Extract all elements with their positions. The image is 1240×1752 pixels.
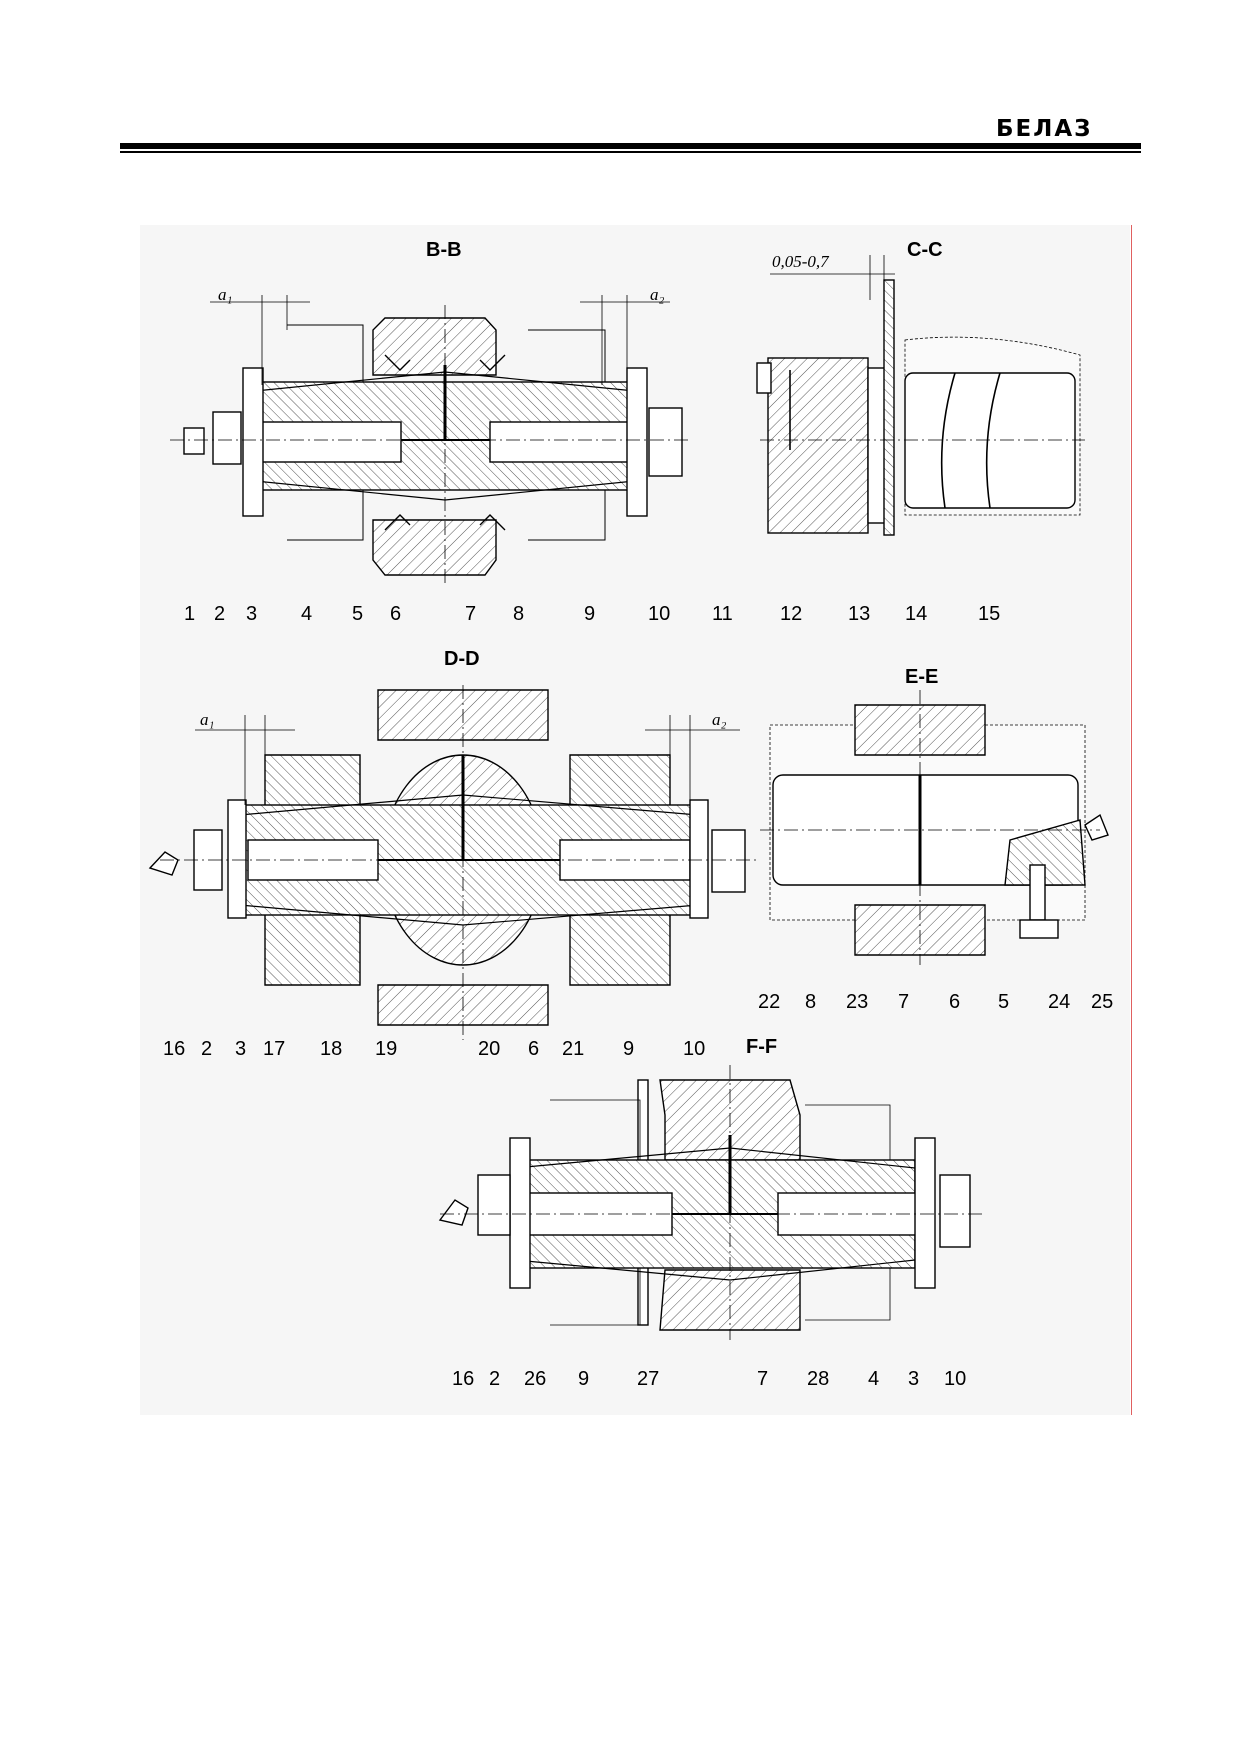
callout-bb-3: 3	[246, 603, 257, 625]
bb-grease-fitting	[183, 427, 205, 455]
callout-bb-6: 6	[390, 603, 401, 625]
section-cc-title: C-C	[907, 239, 943, 261]
cc-shaft	[904, 372, 1076, 509]
callout-dd-6: 6	[528, 1038, 539, 1060]
callout-bb-8: 8	[513, 603, 524, 625]
margin-line	[1131, 225, 1132, 1415]
callout-cc-14: 14	[905, 603, 927, 625]
dd-dim-a1: a₁	[200, 710, 214, 729]
callout-dd-3: 3	[235, 1038, 246, 1060]
section-ff-title: F-F	[746, 1036, 777, 1058]
ee-cutaway	[1004, 819, 1086, 886]
dd-grease-fitting	[148, 851, 179, 876]
callout-dd-2: 2	[201, 1038, 212, 1060]
dd-nut-right	[711, 829, 746, 893]
ff-grease-fitting	[438, 1199, 469, 1226]
callout-bb-1: 1	[184, 603, 195, 625]
ff-plate-left	[509, 1137, 531, 1289]
callout-dd-21: 21	[562, 1038, 584, 1060]
callout-ee-25: 25	[1091, 991, 1113, 1013]
dd-callouts: 16 2 3 17 18 19 20 6 21 9 10	[163, 1038, 705, 1060]
bb-bore-left	[250, 421, 402, 463]
ff-nut-right	[939, 1174, 971, 1248]
section-cc: C-C	[756, 239, 1085, 536]
dd-plate-right	[689, 799, 709, 919]
callout-cc-15: 15	[978, 603, 1000, 625]
bb-nut-right	[648, 407, 683, 477]
dd-plate-left	[227, 799, 247, 919]
cc-bolt-head	[756, 362, 772, 394]
bb-plate-left	[242, 367, 264, 517]
callout-ff-2: 2	[489, 1368, 500, 1390]
ee-bolt-head	[1019, 919, 1059, 939]
callout-ff-7: 7	[757, 1368, 768, 1390]
callout-bb-7: 7	[465, 603, 476, 625]
callout-ff-10: 10	[944, 1368, 966, 1390]
callout-ee-22: 22	[758, 991, 780, 1013]
callout-ee-24: 24	[1048, 991, 1070, 1013]
section-ee: E-E	[760, 666, 1109, 965]
callout-cc-12: 12	[780, 603, 802, 625]
callout-ff-26: 26	[524, 1368, 546, 1390]
bb-bore-right	[489, 421, 641, 463]
header-rule-thin	[120, 151, 1141, 153]
bb-housing-top	[372, 317, 497, 376]
callout-ff-9: 9	[578, 1368, 589, 1390]
callout-ee-5: 5	[998, 991, 1009, 1013]
callout-bb-10: 10	[648, 603, 670, 625]
callout-ff-28: 28	[807, 1368, 829, 1390]
callout-bb-4: 4	[301, 603, 312, 625]
bb-callouts: 1 2 3 4 5 6 7 8 9 10	[184, 603, 670, 625]
callout-cc-13: 13	[848, 603, 870, 625]
callout-dd-19: 19	[375, 1038, 397, 1060]
cc-bracket	[767, 357, 869, 534]
bb-housing-bottom	[372, 519, 497, 576]
callout-bb-5: 5	[352, 603, 363, 625]
section-bb-title: B-B	[426, 239, 462, 261]
ee-grease-fitting	[1084, 813, 1109, 841]
ff-flange-left	[477, 1174, 511, 1236]
callout-bb-9: 9	[584, 603, 595, 625]
bb-plate-right	[626, 367, 648, 517]
callout-ee-23: 23	[846, 991, 868, 1013]
callout-dd-20: 20	[478, 1038, 500, 1060]
cc-callouts: 11 12 13 14 15	[712, 603, 1000, 625]
ff-plate-right	[914, 1137, 936, 1289]
callout-dd-9: 9	[623, 1038, 634, 1060]
ee-bolt	[1029, 864, 1046, 921]
callout-ff-16: 16	[452, 1368, 474, 1390]
callout-dd-18: 18	[320, 1038, 342, 1060]
section-dd-title: D-D	[444, 648, 480, 670]
callout-ff-4: 4	[868, 1368, 879, 1390]
cc-dim: 0,05-0,7	[772, 252, 830, 271]
ee-housing-top	[854, 704, 986, 756]
callout-dd-10: 10	[683, 1038, 705, 1060]
bb-flange-left	[212, 411, 242, 465]
brand-logo: БЕЛАЗ	[996, 116, 1093, 142]
callout-bb-2: 2	[214, 603, 225, 625]
header-rule-thick	[120, 143, 1141, 149]
callout-cc-11: 11	[712, 603, 733, 625]
ee-callouts: 22 8 23 7 6 5 24 25	[758, 991, 1113, 1013]
callout-ee-6: 6	[949, 991, 960, 1013]
callout-dd-17: 17	[263, 1038, 285, 1060]
bb-seal-bottom	[384, 514, 506, 531]
callout-ee-8: 8	[805, 991, 816, 1013]
callout-ff-27: 27	[637, 1368, 659, 1390]
bb-dim-a1: a₁	[218, 285, 232, 304]
callout-ff-3: 3	[908, 1368, 919, 1390]
bb-dim-a2: a₂	[650, 285, 665, 304]
section-ff: F-F	[438, 1036, 985, 1340]
section-ee-title: E-E	[905, 666, 938, 688]
dd-dim-a2: a₂	[712, 710, 727, 729]
cc-plate	[883, 279, 895, 536]
callout-dd-16: 16	[163, 1038, 185, 1060]
section-bb: B-B	[170, 239, 690, 585]
ff-callouts: 16 2 26 9 27 7 28 4 3 10	[452, 1368, 966, 1390]
section-dd: D-D	[148, 648, 760, 1040]
bb-seal-top	[384, 354, 506, 371]
callout-ee-7: 7	[898, 991, 909, 1013]
